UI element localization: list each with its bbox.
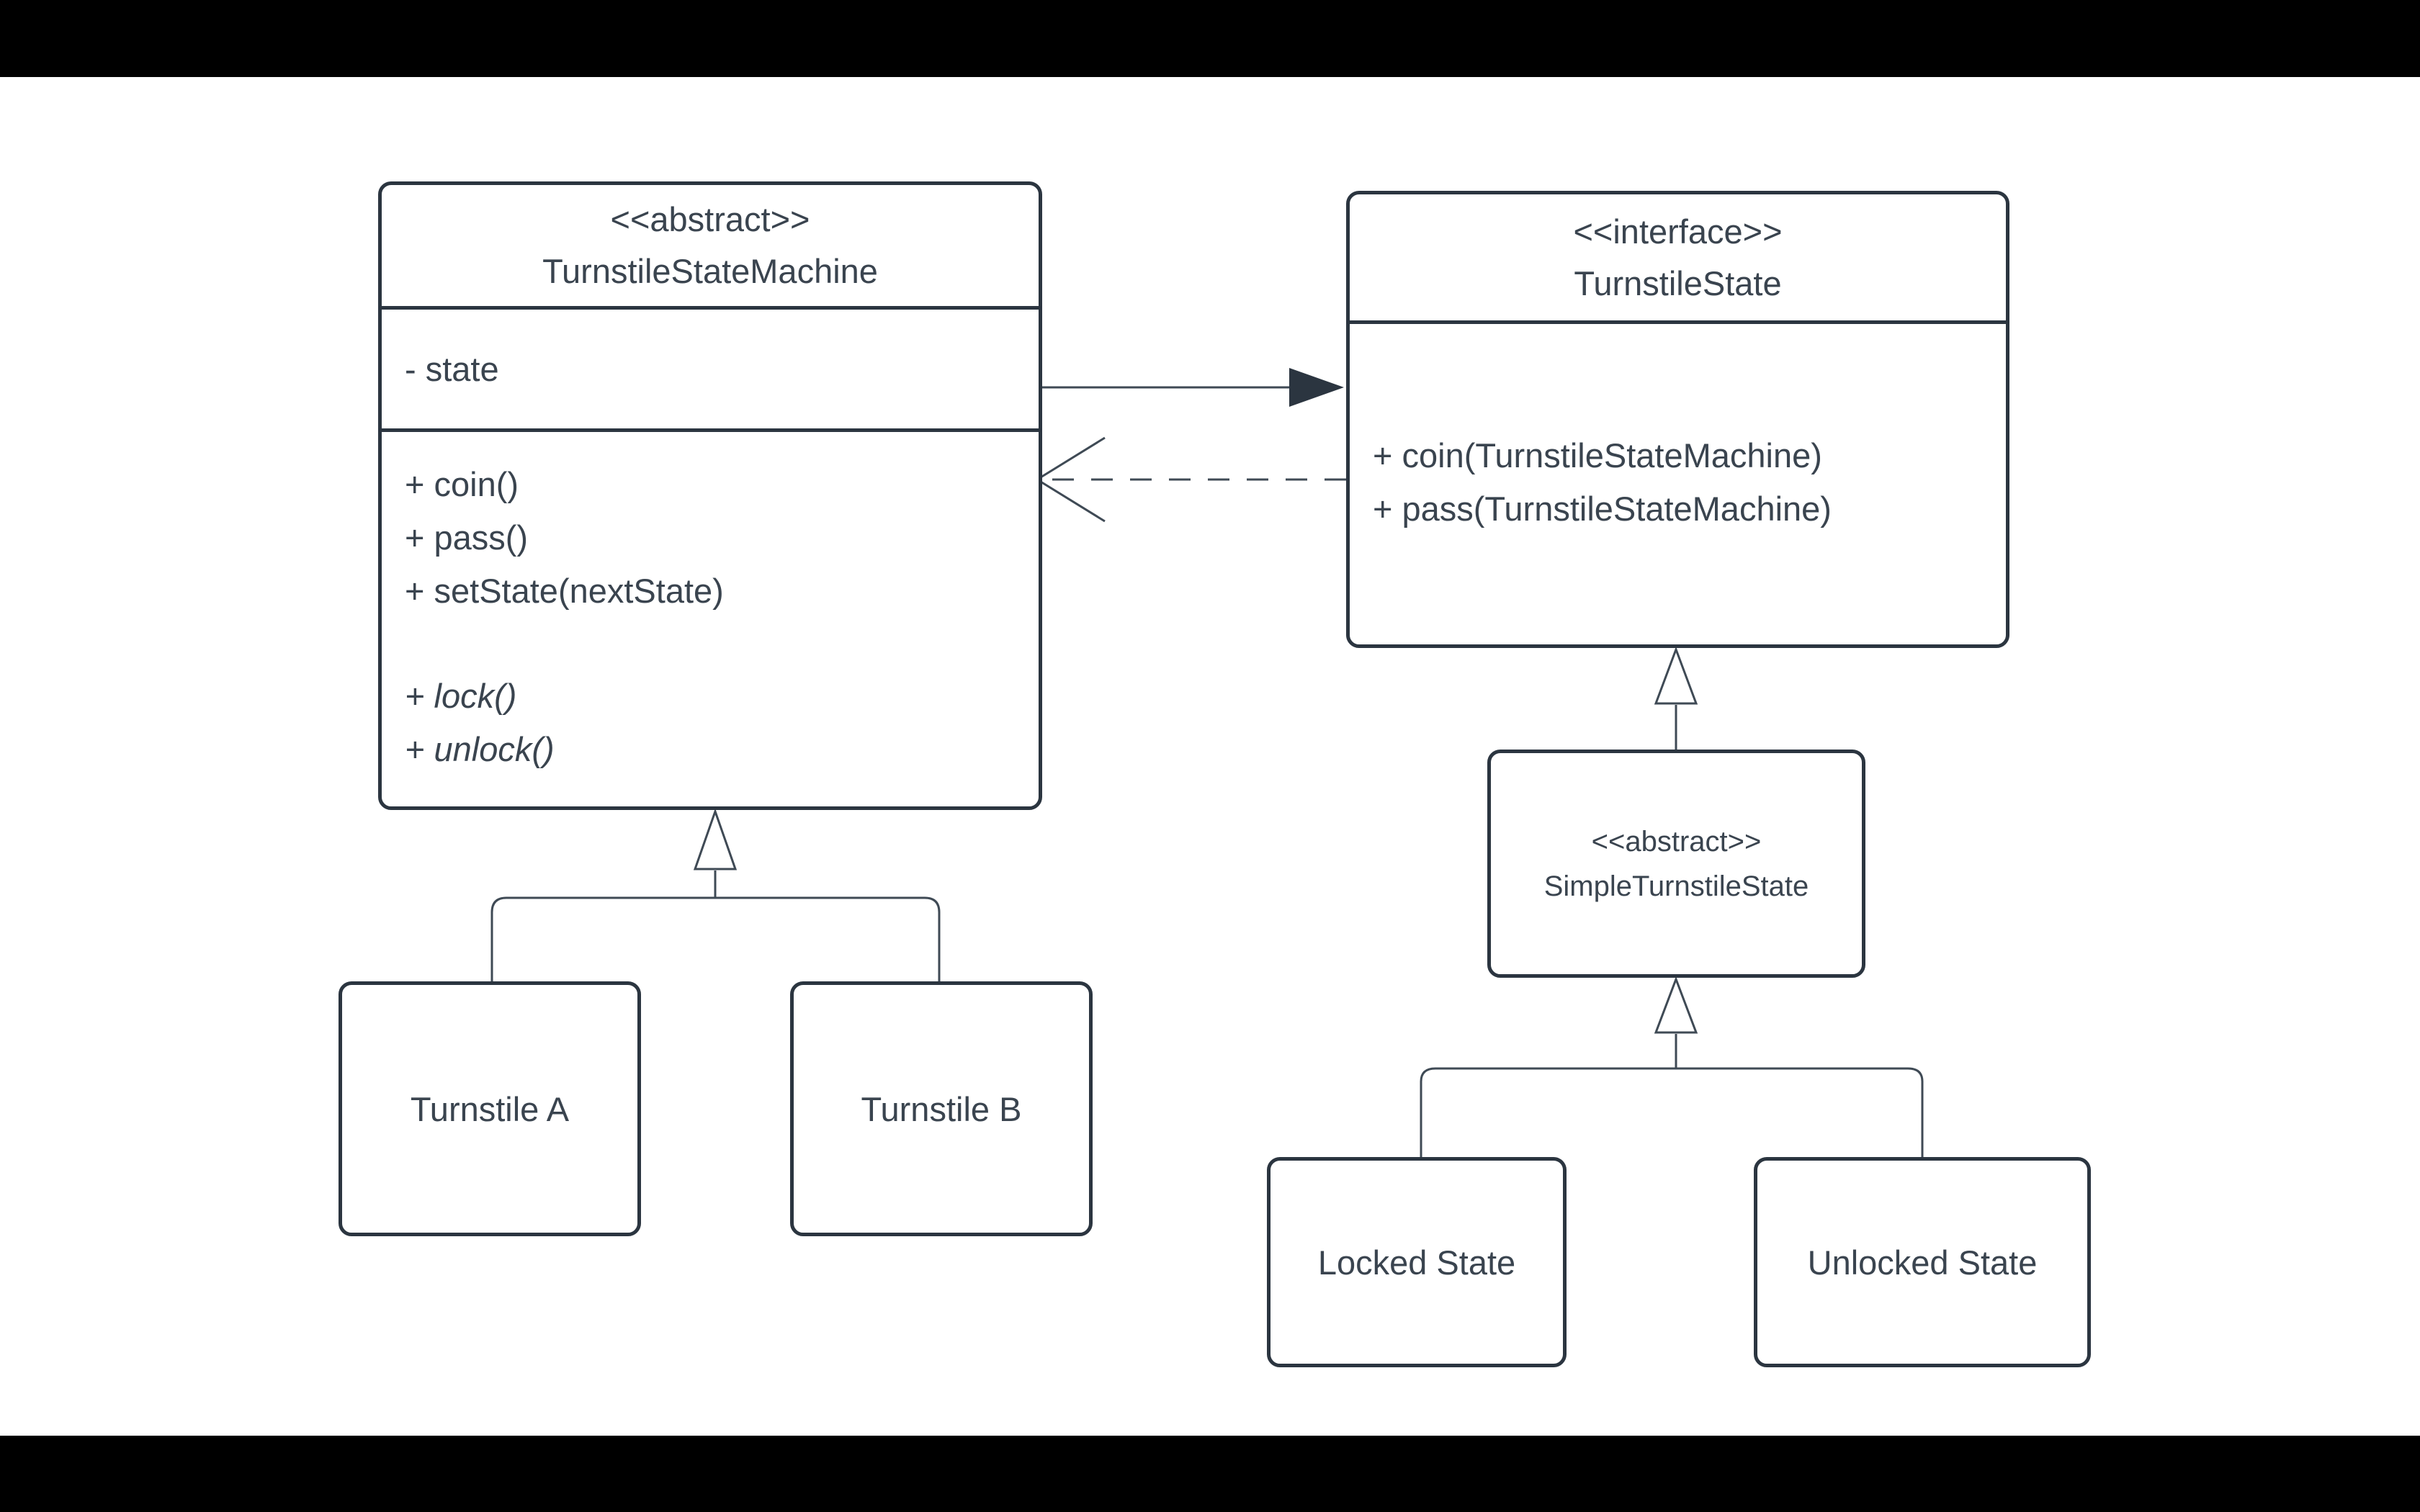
class-name: Turnstile B (861, 1089, 1022, 1128)
class-stereotype: <<abstract>> (1591, 825, 1762, 858)
method-set-state: + setState(nextState) (405, 572, 724, 610)
method-coin-machine: + coin(TurnstileStateMachine) (1373, 436, 1822, 474)
class-box-simple-turnstile-state: <<abstract>> SimpleTurnstileState (1487, 750, 1865, 978)
class-box-turnstile-state-machine: <<abstract>> TurnstileStateMachine - sta… (378, 181, 1042, 810)
class-box-unlocked-state: Unlocked State (1754, 1157, 2091, 1367)
class-name: SimpleTurnstileState (1543, 870, 1809, 902)
letterbox-bottom-bar (0, 1436, 2420, 1512)
attribute-section: - state (382, 310, 1039, 432)
class-name: Unlocked State (1807, 1243, 2038, 1282)
class-stereotype: <<abstract>> (610, 200, 810, 238)
method-pass: + pass() (405, 518, 529, 557)
method-section: + coin(TurnstileStateMachine) + pass(Tur… (1350, 324, 2006, 536)
class-header: <<abstract>> TurnstileStateMachine (382, 185, 1039, 310)
class-name: TurnstileStateMachine (542, 252, 878, 290)
class-name: Turnstile A (410, 1089, 570, 1128)
class-name: TurnstileState (1574, 264, 1782, 302)
class-stereotype: <<interface>> (1573, 212, 1783, 251)
method-section: + coin() + pass() + setState(nextState) … (382, 432, 1039, 776)
class-box-turnstile-a: Turnstile A (339, 981, 641, 1236)
method-lock: + lock() (405, 677, 517, 715)
class-box-turnstile-state: <<interface>> TurnstileState + coin(Turn… (1346, 191, 2009, 648)
class-box-locked-state: Locked State (1267, 1157, 1567, 1367)
method-unlock: + unlock() (405, 730, 555, 768)
letterbox-top-bar (0, 0, 2420, 77)
method-pass-machine: + pass(TurnstileStateMachine) (1373, 490, 1832, 528)
class-header: <<interface>> TurnstileState (1350, 194, 2006, 324)
class-name: Locked State (1317, 1243, 1516, 1282)
attribute-state: - state (405, 350, 499, 388)
class-box-turnstile-b: Turnstile B (790, 981, 1093, 1236)
method-coin: + coin() (405, 465, 519, 503)
